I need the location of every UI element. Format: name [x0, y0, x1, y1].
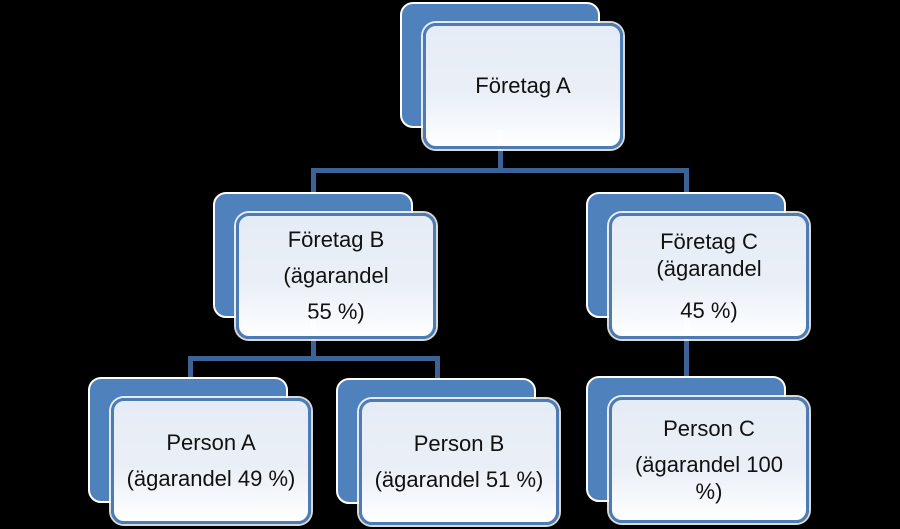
connector-level1-horizontal	[311, 168, 689, 173]
connector-a-stem	[498, 135, 503, 173]
node-person-a: Person A (ägarandel 49 %)	[88, 377, 311, 527]
node-label: Person B (ägarandel 51 %)	[375, 426, 544, 498]
node-label-line: Person B	[413, 431, 505, 456]
connector-level2-horizontal	[188, 356, 440, 361]
node-label-line: Företag A	[475, 73, 571, 98]
node-label: Person C (ägarandel 100 %)	[635, 411, 783, 510]
node-foretag-a: Företag A	[400, 2, 623, 152]
node-label-line: (ägarandel 51 %)	[374, 467, 544, 492]
node-label-line: 45 %)	[680, 297, 738, 323]
node-label-line: 55 %)	[307, 299, 365, 324]
node-label-line: Företag B	[287, 227, 385, 252]
node-label-line: (ägarandel 49 %)	[126, 466, 296, 491]
node-label: Företag C (ägarandel 45 %)	[656, 224, 761, 329]
node-person-c: Person C (ägarandel 100 %)	[586, 376, 809, 526]
node-panel: Företag B (ägarandel 55 %)	[236, 213, 436, 339]
connector-drop-foretag-c	[684, 170, 689, 197]
node-label-line: (ägarandel 100	[634, 451, 783, 477]
node-panel: Företag C (ägarandel 45 %)	[609, 213, 809, 339]
node-foretag-c: Företag C (ägarandel 45 %)	[586, 192, 809, 342]
node-label-line: Person C	[663, 415, 755, 441]
node-label: Person A (ägarandel 49 %)	[127, 425, 296, 497]
node-person-b: Person B (ägarandel 51 %)	[336, 378, 559, 528]
node-panel: Person A (ägarandel 49 %)	[111, 398, 311, 524]
node-label-line: %)	[695, 478, 723, 504]
node-panel: Företag A	[423, 23, 623, 149]
node-label-line: Företag C	[660, 228, 758, 254]
connector-showthrough-c	[684, 317, 690, 336]
connector-drop-foretag-b	[311, 170, 316, 196]
connector-c-to-person-c	[684, 330, 689, 380]
node-panel: Person C (ägarandel 100 %)	[609, 397, 809, 523]
node-label: Företag A	[475, 68, 570, 104]
node-panel: Person B (ägarandel 51 %)	[359, 399, 559, 525]
node-foretag-b: Företag B (ägarandel 55 %)	[213, 192, 436, 342]
node-label-line: Person A	[166, 430, 256, 455]
node-label: Företag B (ägarandel 55 %)	[283, 222, 388, 330]
connector-showthrough-b	[311, 318, 316, 336]
connector-drop-person-a	[188, 358, 193, 381]
node-label-line: (ägarandel	[656, 255, 762, 281]
connector-b-stem	[311, 330, 316, 361]
connector-drop-person-b	[435, 358, 440, 382]
node-label-line: (ägarandel	[283, 263, 389, 288]
connector-showthrough-a	[498, 130, 503, 146]
